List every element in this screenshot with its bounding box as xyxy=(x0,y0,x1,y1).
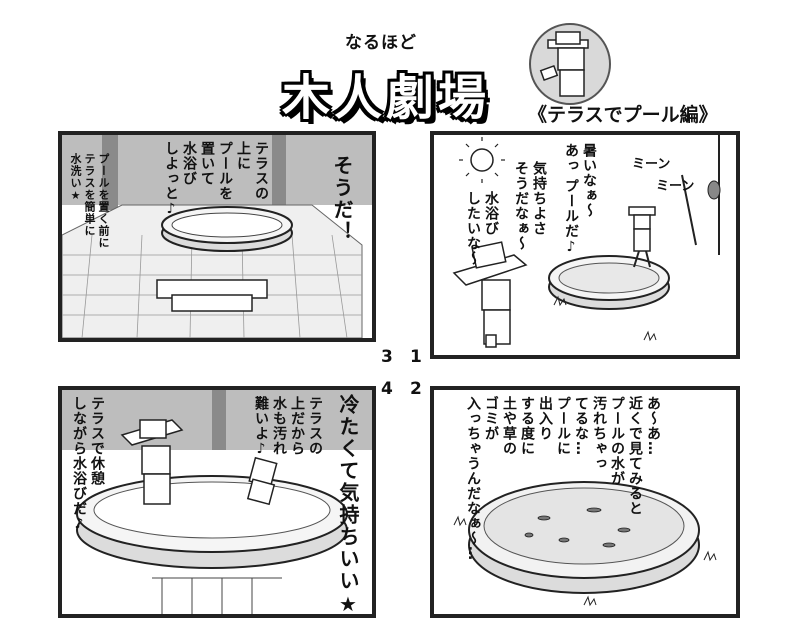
speech-panel3-clean: テラスの上だから 水も汚れ難いよ♪ xyxy=(253,396,323,458)
bathing-illustration xyxy=(62,390,372,614)
panel-3: テラスで休憩しながら水浴びだ♪ テラスの上だから 水も汚れ難いよ♪ 冷たくて気持… xyxy=(58,386,376,618)
sfx-cicada-1: ミーン xyxy=(632,157,671,172)
caption-panel1-note: プールを置く前に テラスを簡単に 水洗い★ xyxy=(69,153,110,249)
panel-4: あ～あ… 近くで見てみると プールの水が 汚れちゃっ てるな… プールに 出入り… xyxy=(430,386,740,618)
panel-number: 2 xyxy=(410,379,422,399)
speech-panel2-want: 水浴びしたいな～ xyxy=(465,191,499,266)
mokujin-logo-icon xyxy=(529,23,611,105)
speech-panel3-rest: テラスで休憩しながら水浴びだ♪ xyxy=(71,396,105,533)
shout-panel1: そうだ！ xyxy=(330,155,354,243)
sfx-cicada-2: ミーン xyxy=(656,179,695,194)
panel-number: 3 xyxy=(381,347,393,367)
speech-panel4-dirty: あ～あ… 近くで見てみると プールの水が 汚れちゃっ てるな… プールに 出入り… xyxy=(465,396,661,561)
header-title: 木人劇場 xyxy=(282,70,491,126)
shout-panel3: 冷たくて気持ちいい★ xyxy=(336,394,360,618)
panel-2: ミーン ミーン 暑いなぁ～あっ プールだ♪ 気持ちよさそうだなぁ～ 水浴びしたい… xyxy=(430,131,740,359)
speech-panel2-hot: 暑いなぁ～あっ プールだ♪ xyxy=(563,143,597,256)
panel-number: 4 xyxy=(381,379,393,399)
garden-pool-illustration xyxy=(452,135,721,348)
header-subtitle: なるほど xyxy=(345,33,417,53)
panel-1: プールを置く前に テラスを簡単に 水洗い★ テラスの 上に プールを 置いて 水… xyxy=(58,131,376,342)
episode-title: 《テラスでプール編》 xyxy=(528,104,718,126)
caption-panel1-plan: テラスの 上に プールを 置いて 水浴び しよっと♪ xyxy=(163,141,269,218)
terrace-pool-illustration xyxy=(62,135,372,338)
dirty-pool-illustration xyxy=(453,481,717,607)
panel-number: 1 xyxy=(410,347,422,367)
speech-panel2-nice: 気持ちよさそうだなぁ～ xyxy=(513,161,547,251)
